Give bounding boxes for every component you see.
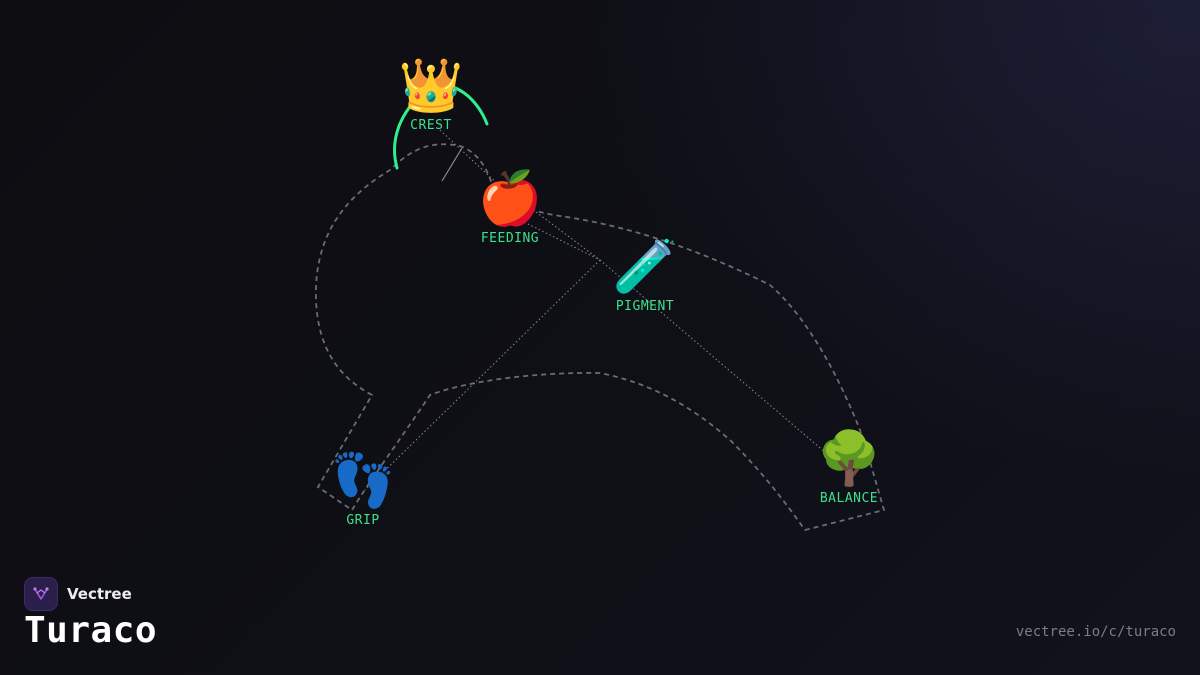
brand[interactable]: Vectree: [24, 577, 132, 611]
source-url[interactable]: vectree.io/c/turaco: [1015, 624, 1176, 640]
crest-highlight-arc: [393, 84, 489, 170]
connector-pigment-balance: [599, 259, 841, 466]
node-balance[interactable]: 🌳 BALANCE: [817, 431, 882, 506]
apple-icon: 🍎: [477, 171, 543, 228]
node-crest[interactable]: 👑 CREST: [399, 58, 464, 133]
connector-pigment-grip: [364, 259, 601, 491]
tree-icon: 🌳: [816, 431, 882, 488]
beak-line: [441, 147, 463, 182]
node-pigment[interactable]: 🧪 PIGMENT: [613, 239, 678, 314]
footprints-icon: 👣: [330, 453, 396, 510]
test-tube-icon: 🧪: [612, 239, 678, 296]
connector-crest-pigment: [519, 199, 601, 261]
page-title: Turaco: [24, 610, 158, 651]
brand-name: Vectree: [67, 585, 132, 603]
node-pigment-label: PIGMENT: [615, 299, 675, 314]
node-feeding-label: FEEDING: [480, 231, 540, 246]
crown-icon: 👑: [398, 58, 464, 115]
node-grip[interactable]: 👣 GRIP: [331, 453, 396, 528]
node-crest-label: CREST: [410, 118, 452, 133]
node-balance-label: BALANCE: [819, 491, 879, 506]
node-feeding[interactable]: 🍎 FEEDING: [478, 171, 543, 246]
connectors: [364, 129, 841, 491]
vectree-logo-icon: [24, 577, 58, 611]
bird-outline: [315, 143, 886, 532]
connector-feeding-pigment: [509, 214, 601, 261]
node-grip-label: GRIP: [346, 513, 380, 528]
